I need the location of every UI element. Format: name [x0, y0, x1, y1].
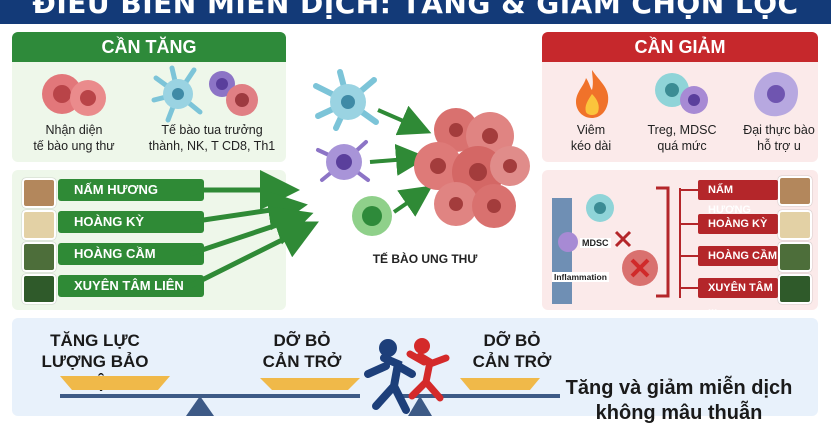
- decrease-item-1-label: Viêm kéo dài: [546, 122, 636, 154]
- red-runner-icon: [406, 338, 450, 402]
- decrease-item-2-line1: Treg, MDSC: [647, 123, 717, 137]
- herb-arrows: [188, 170, 319, 289]
- balance-scales: [60, 376, 560, 416]
- shiitake-thumbnail-2: [778, 176, 812, 206]
- increase-herb-3: HOÀNG CẦM: [58, 243, 204, 265]
- decrease-item-1-line1: Viêm: [576, 123, 606, 137]
- nk-cell-icon: [316, 140, 370, 182]
- mdsc-label: MDSC: [580, 238, 611, 248]
- scale-left-line1: TĂNG LỰC: [50, 331, 140, 350]
- inflammation-label: Inflammation: [552, 272, 609, 282]
- increase-item-2-line1: Tế bào tua trưởng: [161, 123, 263, 137]
- tumor-attack-illustration: [313, 69, 530, 236]
- decrease-item-3-line2: hỗ trợ u: [757, 139, 801, 153]
- increase-item-2-line2: thành, NK, T CD8, Th1: [148, 139, 276, 153]
- scutellaria-thumbnail: [22, 242, 56, 272]
- conclusion-line2: không mâu thuẫn: [595, 402, 763, 424]
- right-balance-scale-icon: [400, 378, 560, 416]
- decrease-item-2-label: Treg, MDSC quá mức: [630, 122, 734, 154]
- tumor-mass-icon: [414, 108, 530, 228]
- shiitake-thumbnail: [22, 178, 56, 208]
- decrease-item-3-line1: Đại thực bào: [743, 123, 815, 137]
- treg-mdsc-cells-icon: [655, 73, 708, 114]
- cancer-recognition-cells-icon: [42, 74, 106, 116]
- conclusion-line1: Tăng và giảm miễn dịch: [565, 377, 793, 399]
- increase-item-2-label: Tế bào tua trưởng thành, NK, T CD8, Th1: [138, 122, 286, 154]
- conclusion-text: Tăng và giảm miễn dịch không mâu thuẫn: [548, 376, 810, 426]
- decrease-item-3-label: Đại thực bào hỗ trợ u: [736, 122, 822, 154]
- increase-item-1-line2: tế bào ung thư: [33, 139, 115, 153]
- increase-item-1-label: Nhận diện tế bào ung thư: [14, 122, 134, 154]
- decrease-herb-4: XUYÊN TÂM ...: [698, 278, 778, 314]
- increase-header: CẦN TĂNG: [12, 32, 286, 62]
- andrographis-thumbnail-2: [778, 274, 812, 304]
- andrographis-thumbnail: [22, 274, 56, 304]
- astragalus-thumbnail: [22, 210, 56, 240]
- scutellaria-thumbnail-2: [778, 242, 812, 272]
- decrease-herb-2: HOÀNG KỲ: [698, 214, 778, 234]
- astragalus-thumbnail-2: [778, 210, 812, 240]
- red-bracket: [679, 188, 698, 298]
- macrophage-icon: [754, 72, 798, 117]
- scale-middle-line1: DỠ BỎ: [273, 331, 331, 350]
- increase-herb-2: HOÀNG KỲ: [58, 211, 204, 233]
- decrease-item-1-line2: kéo dài: [570, 139, 612, 153]
- scale-middle-line2: CẢN TRỞ: [262, 352, 342, 371]
- scale-right-label: DỠ BỎ CẢN TRỞ: [462, 330, 562, 372]
- blue-runner-icon: [364, 339, 416, 414]
- decrease-herb-1: NẤM HƯƠNG: [698, 180, 778, 216]
- bottom-band: [12, 318, 818, 416]
- scale-middle-label: DỠ BỎ CẢN TRỞ: [252, 330, 352, 372]
- decrease-item-2-line2: quá mức: [657, 139, 707, 153]
- runners-icon: [364, 338, 450, 414]
- increase-herb-4: XUYÊN TÂM LIÊN: [58, 275, 204, 297]
- t-cell-icon: [352, 196, 392, 236]
- dendritic-cell-icon: [313, 69, 379, 131]
- page-title: ĐIỀU BIẾN MIỄN DỊCH: TĂNG & GIẢM CHỌN LỌ…: [32, 0, 799, 20]
- title-bar: ĐIỀU BIẾN MIỄN DỊCH: TĂNG & GIẢM CHỌN LỌ…: [0, 0, 831, 24]
- suppression-diagram: [552, 186, 670, 304]
- increase-herb-1: NẤM HƯƠNG: [58, 179, 204, 201]
- tumor-label: TẾ BÀO UNG THƯ: [372, 252, 478, 266]
- fire-icon: [576, 70, 609, 118]
- left-balance-scale-icon: [60, 376, 360, 416]
- dendritic-nk-t-cells-icon: [151, 65, 258, 123]
- scale-right-line2: CẢN TRỞ: [472, 352, 552, 371]
- scale-right-line1: DỠ BỎ: [483, 331, 541, 350]
- increase-item-1-line1: Nhận diện: [45, 123, 103, 137]
- decrease-header: CẦN GIẢM: [542, 32, 818, 62]
- decrease-herb-3: HOÀNG CẦM: [698, 246, 778, 266]
